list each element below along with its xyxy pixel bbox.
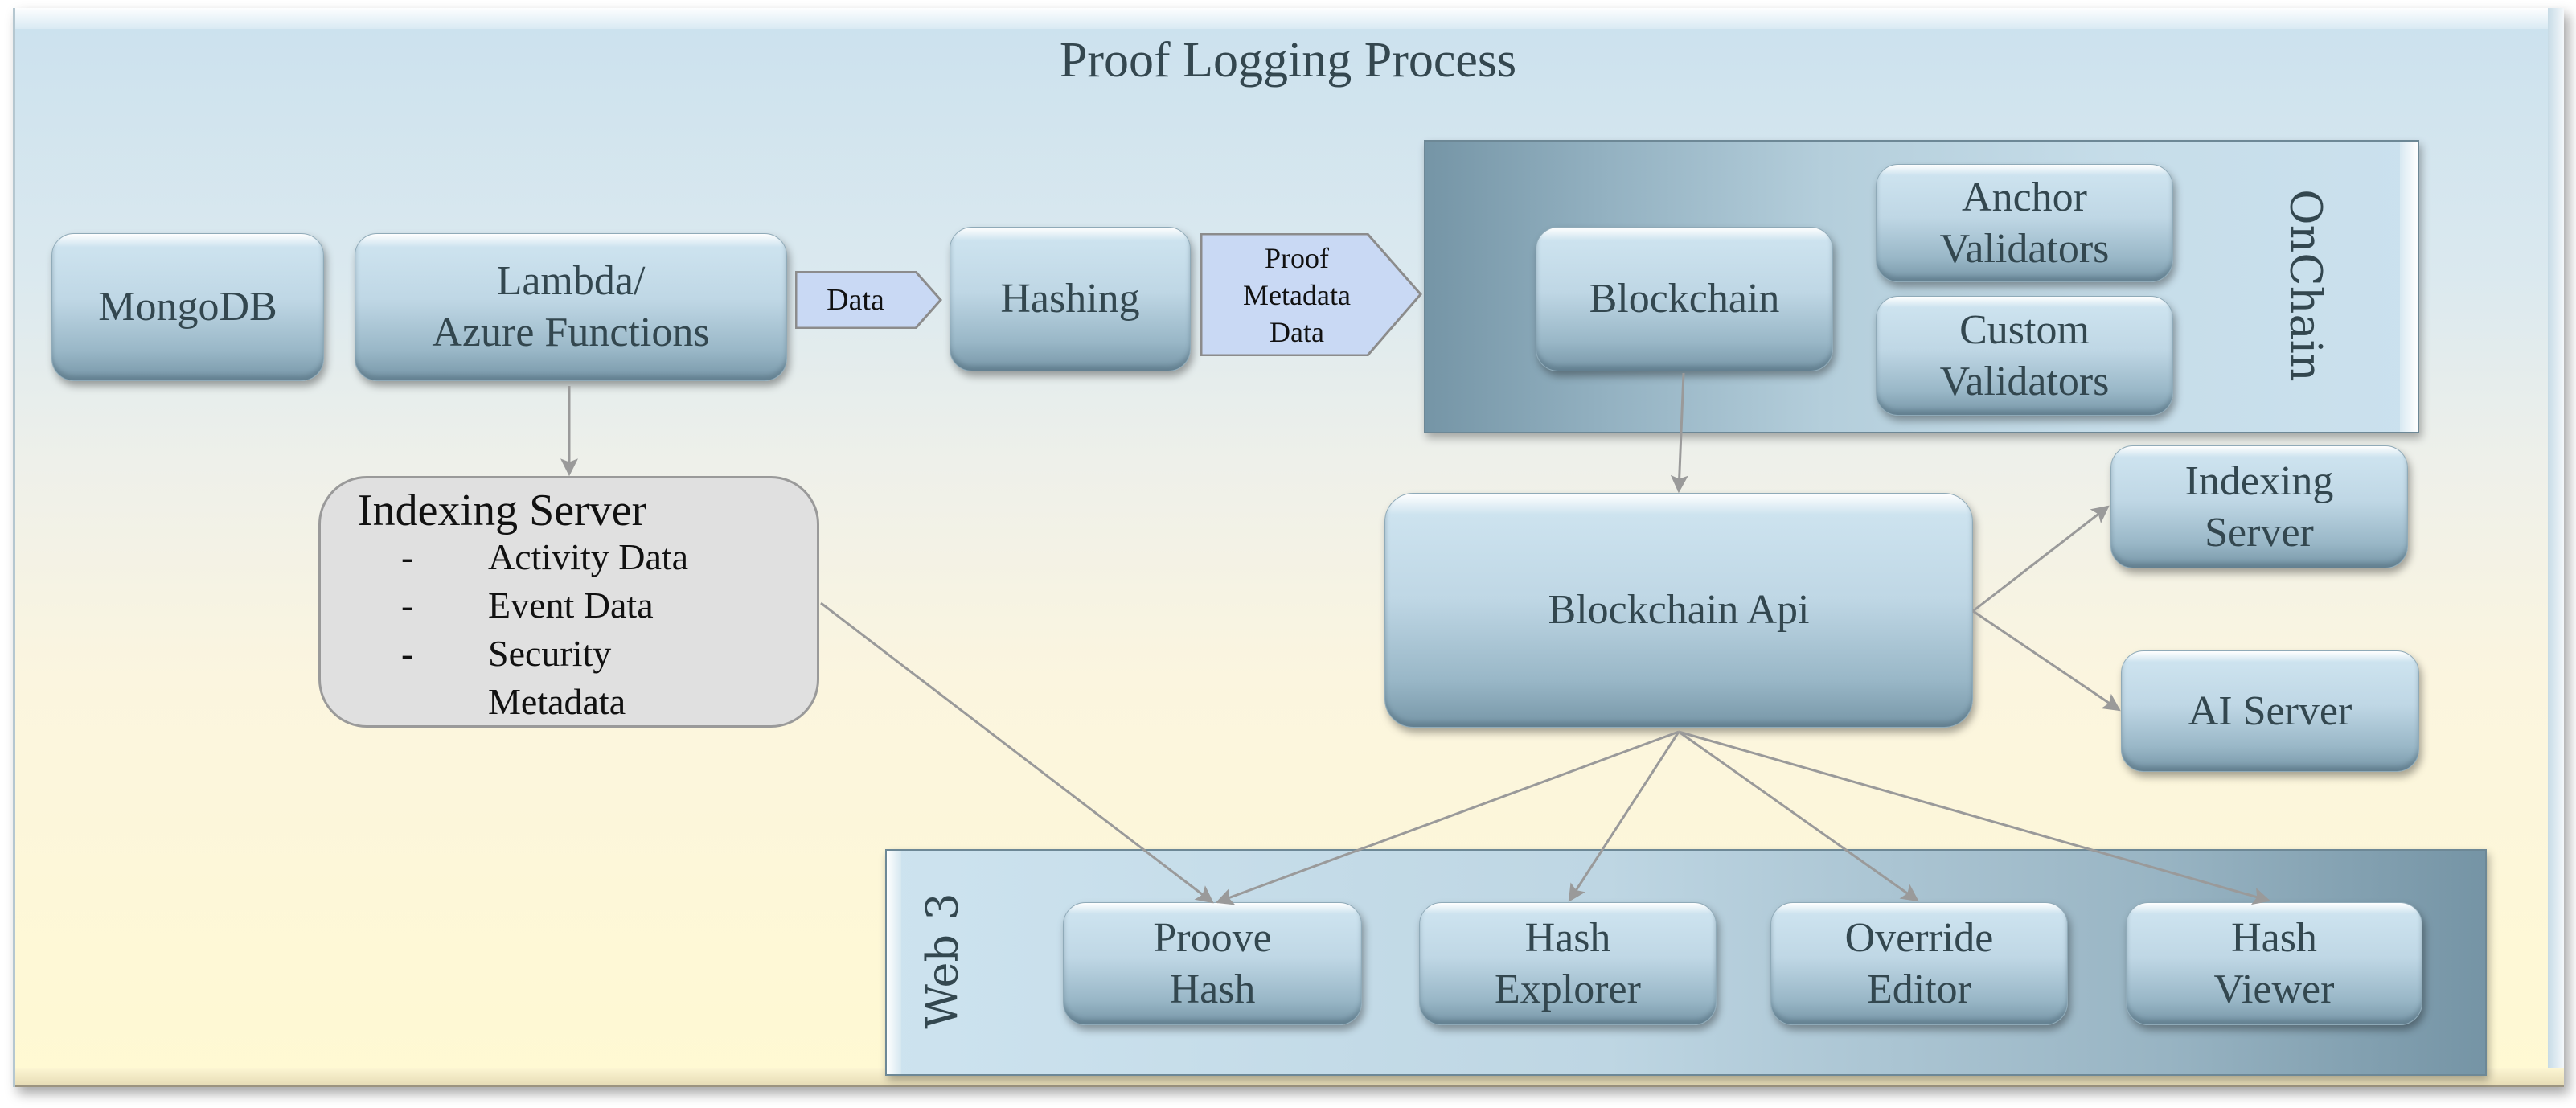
- panel-bevel: [2548, 8, 2564, 1087]
- blockchain-api-node[interactable]: Blockchain Api: [1384, 493, 1973, 728]
- mongodb-node[interactable]: MongoDB: [51, 233, 324, 381]
- lambda-azure-functions-node[interactable]: Lambda/Azure Functions: [355, 233, 787, 381]
- blockchain-api-label: Blockchain Api: [1548, 587, 1810, 633]
- blockchain-node[interactable]: Blockchain: [1536, 227, 1833, 371]
- indexing-server-title: Indexing Server: [358, 486, 647, 536]
- mongodb-label: MongoDB: [98, 284, 277, 330]
- indexing-item: -Activity Data: [401, 536, 689, 577]
- data-flow-label: Data: [827, 283, 884, 317]
- ai-server-node[interactable]: AI Server: [2121, 650, 2419, 772]
- indexing-item: -Security: [401, 633, 612, 674]
- chevron-shape-icon: [795, 271, 942, 329]
- indexing-item: Metadata: [488, 681, 626, 722]
- indexing-item: -Event Data: [401, 585, 654, 626]
- hashing-label: Hashing: [1000, 276, 1140, 322]
- diagram-title: Proof Logging Process: [1059, 33, 1517, 88]
- blockchain-label: Blockchain: [1589, 276, 1780, 322]
- data-flow-arrow: Data: [795, 271, 942, 329]
- indexing-server-card[interactable]: Indexing Server -Activity Data -Event Da…: [318, 476, 819, 728]
- ai-server-label: AI Server: [2188, 687, 2352, 734]
- onchain-label: OnChain: [2280, 189, 2332, 382]
- lambda-label: Lambda/Azure Functions: [432, 258, 710, 355]
- web3-label: Web 3: [917, 893, 968, 1029]
- hashing-node[interactable]: Hashing: [950, 227, 1191, 371]
- chevron-shape-icon: [1200, 233, 1422, 356]
